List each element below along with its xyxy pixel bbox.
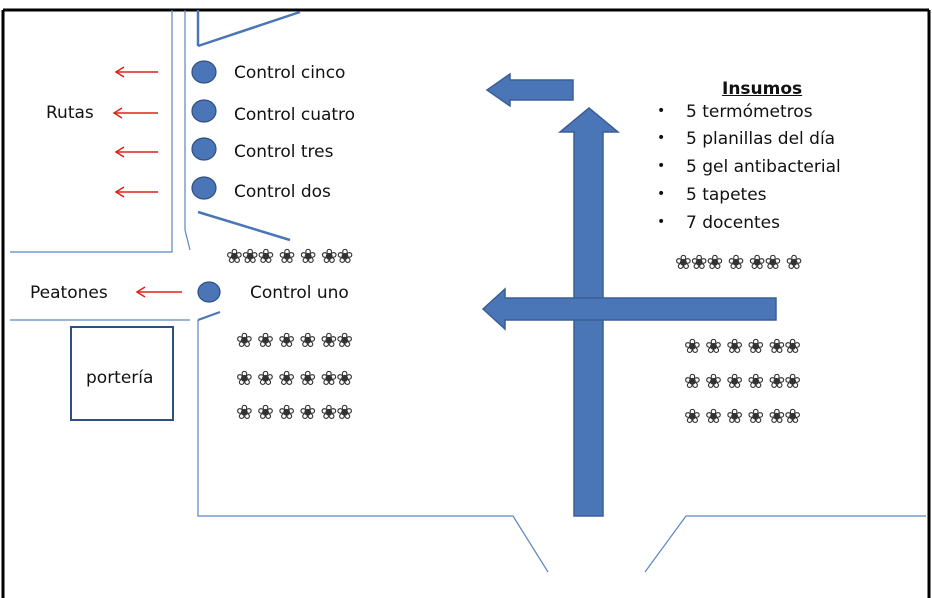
red-left-arrow-icon [114, 186, 158, 198]
bottom-left-wall [197, 320, 549, 573]
label-porteria: portería [86, 368, 154, 388]
bullet-icon: • [657, 158, 666, 174]
plant-icon: ❀ ❀ ❀ ❀ ❀❀ [684, 334, 801, 358]
control-point-icon [191, 99, 217, 123]
red-left-arrow-icon [114, 66, 158, 78]
label-control-cinco: Control cinco [234, 63, 346, 83]
left-arrow-lower [481, 287, 777, 331]
bottom-right-wall [644, 515, 926, 573]
porteria-box [70, 326, 174, 421]
door-top-slant [197, 10, 301, 48]
plant-icon: ❀❀❀ ❀ ❀❀ ❀ [675, 250, 802, 274]
label-control-dos: Control dos [234, 182, 331, 202]
label-control-tres: Control tres [234, 142, 334, 162]
supply-item: 5 planillas del día [686, 129, 836, 149]
control-points [191, 60, 221, 303]
plant-icon: ❀ ❀ ❀ ❀ ❀❀ [236, 400, 353, 424]
left-room-wall [10, 10, 173, 253]
bullet-icon: • [657, 214, 666, 230]
control-point-icon [197, 281, 221, 303]
supply-item: 5 tapetes [686, 185, 767, 205]
route-arrows [112, 66, 182, 298]
plant-icon: ❀❀❀ ❀ ❀ ❀❀ [226, 244, 353, 268]
bullet-icon: • [657, 130, 666, 146]
label-control-uno: Control uno [250, 283, 349, 303]
red-left-arrow-icon [114, 146, 158, 158]
bullet-icon: • [657, 186, 666, 202]
control-point-icon [191, 137, 217, 161]
red-left-arrow-icon [112, 107, 158, 119]
control-point-icon [191, 60, 217, 84]
red-left-arrow-icon [135, 286, 182, 298]
bullet-icon: • [657, 103, 666, 119]
label-control-cuatro: Control cuatro [234, 105, 356, 125]
control-point-icon [191, 176, 217, 200]
supply-item: 5 gel antibacterial [686, 157, 841, 177]
corridor-wall-left [184, 10, 191, 251]
door-middle-slant [197, 210, 291, 242]
supply-item: 7 docentes [686, 213, 780, 233]
plant-icon: ❀ ❀ ❀ ❀ ❀❀ [684, 369, 801, 393]
left-arrow-upper [485, 72, 574, 108]
door-lower-slant [197, 311, 221, 321]
plant-icon: ❀ ❀ ❀ ❀ ❀❀ [236, 366, 353, 390]
label-rutas: Rutas [46, 103, 94, 123]
supplies-title: Insumos [722, 79, 803, 99]
plant-icon: ❀ ❀ ❀ ❀ ❀❀ [236, 328, 353, 352]
label-peatones: Peatones [30, 283, 108, 303]
supply-item: 5 termómetros [686, 102, 813, 122]
plant-icon: ❀ ❀ ❀ ❀ ❀❀ [684, 404, 801, 428]
